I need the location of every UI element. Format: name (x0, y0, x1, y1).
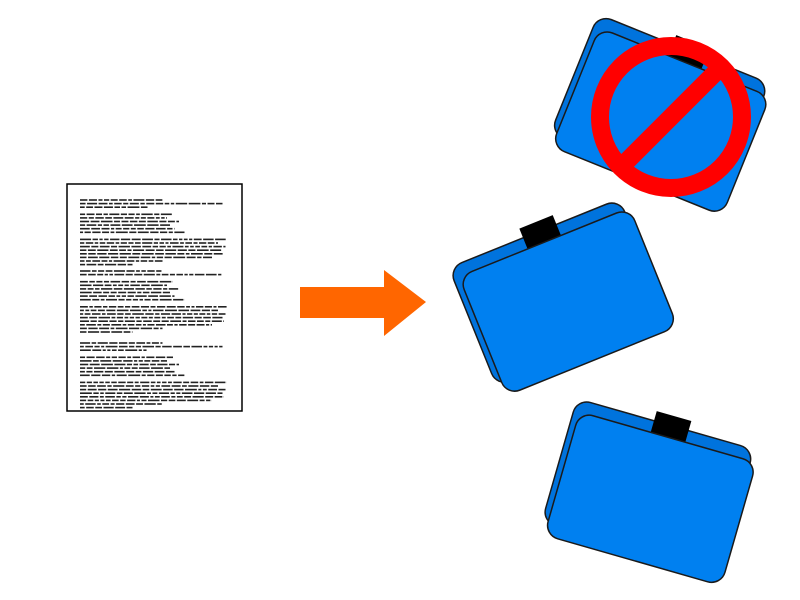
prohibited-icon (591, 37, 751, 197)
prohibited-slash (615, 61, 727, 173)
prohibited-ring (591, 37, 751, 197)
folder-front (546, 414, 754, 584)
arrow-right-icon (300, 270, 426, 336)
folder-icon (452, 202, 675, 392)
folder-tab (519, 215, 561, 249)
folder-front (462, 211, 675, 392)
arrow-shape (300, 270, 426, 336)
folder-icon (544, 401, 754, 584)
document-text-lines (80, 199, 227, 409)
document-icon (66, 183, 243, 412)
